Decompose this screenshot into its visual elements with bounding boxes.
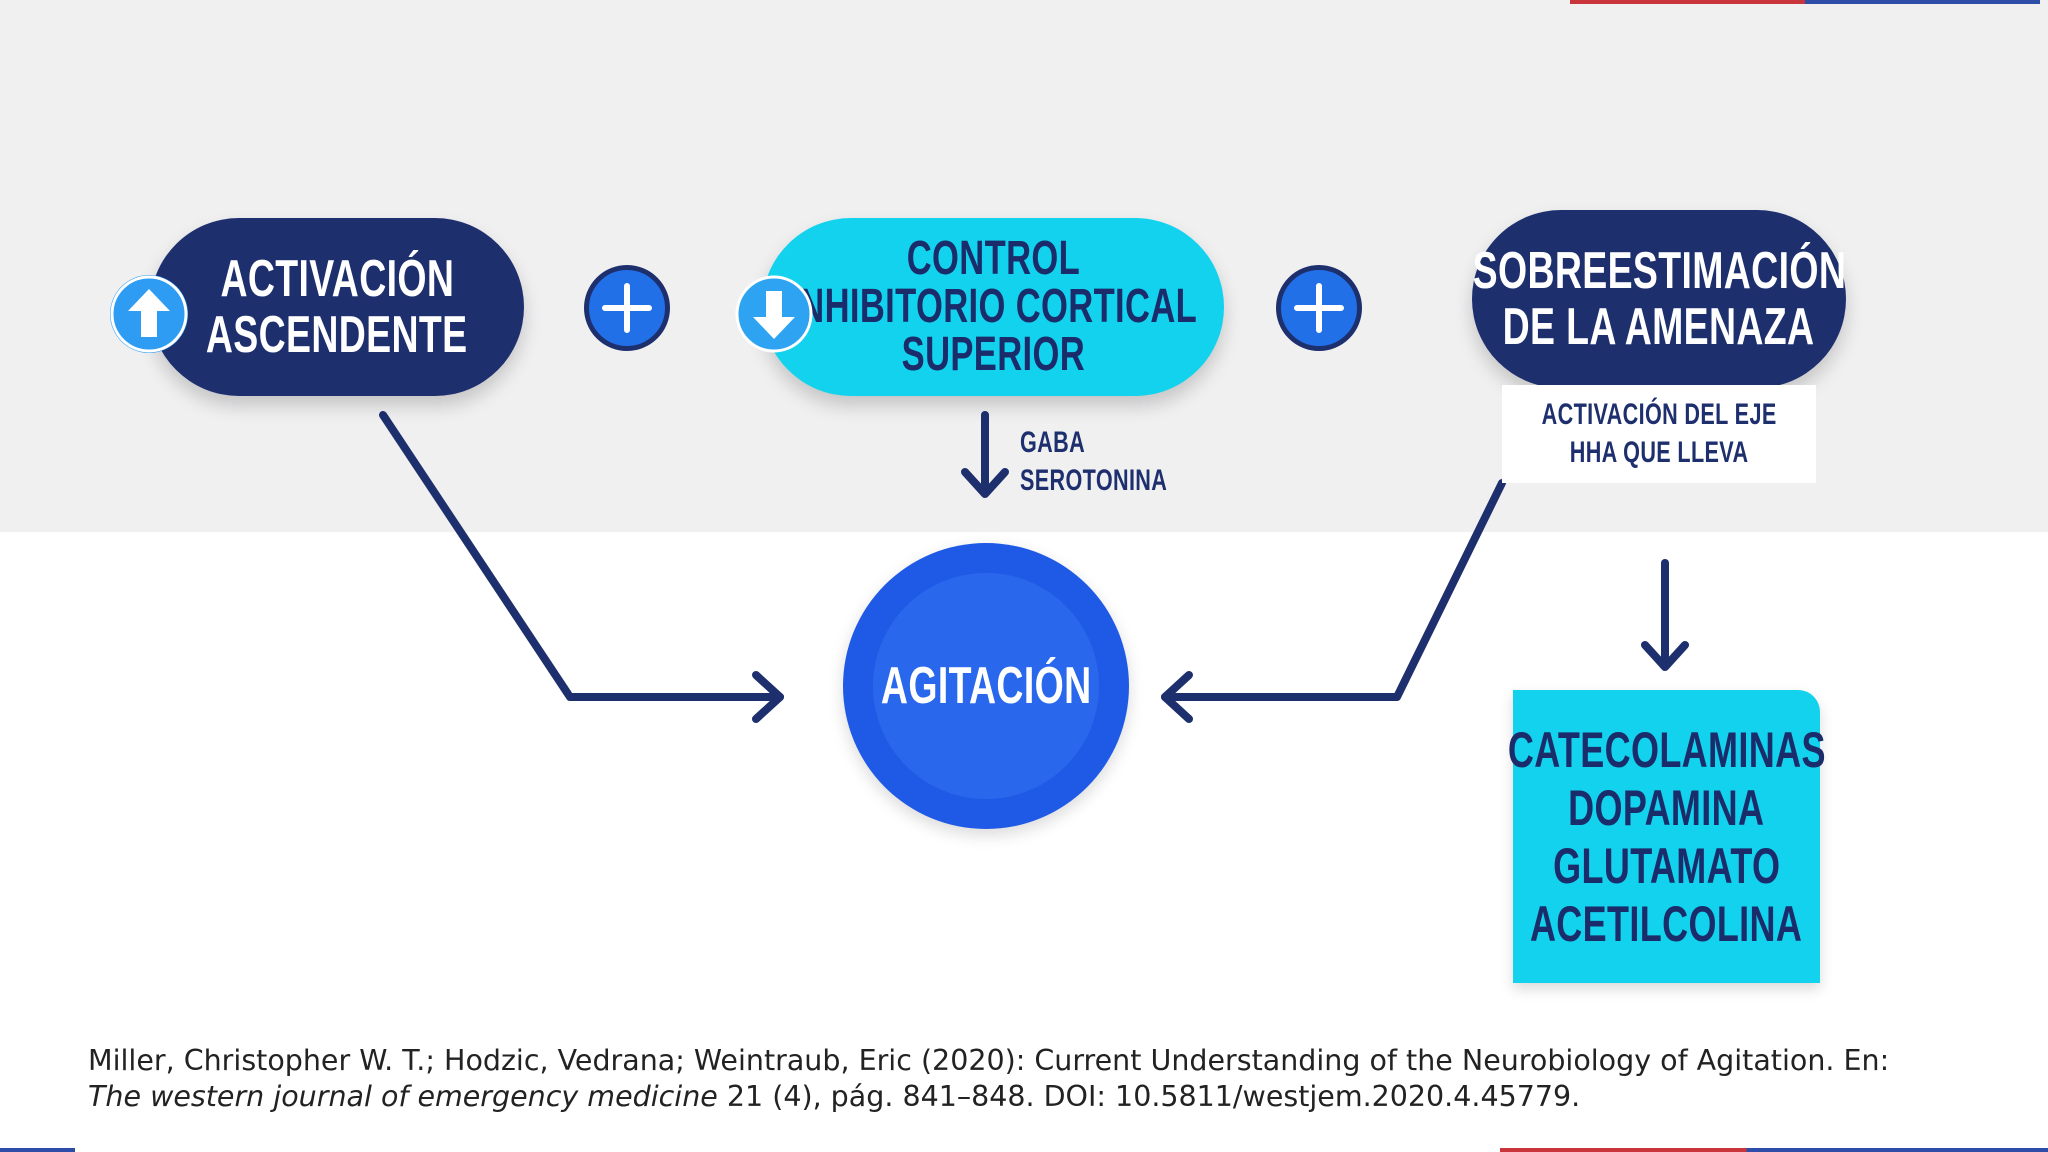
node-activacion-line-2: ASCENDENTE — [206, 306, 468, 364]
citation-journal: The western journal of emergency medicin… — [88, 1080, 718, 1113]
label-serotonina: SEROTONINA — [1020, 464, 1168, 497]
label-eje-hha: ACTIVACIÓN DEL EJE HHA QUE LLEVA — [1502, 385, 1816, 483]
arrowhead-right — [1161, 671, 1193, 723]
arrow-up-icon — [110, 275, 188, 353]
arrow-gaba-head — [961, 468, 1009, 498]
node-control-inhibitorio: CONTROL INHIBITORIO CORTICAL SUPERIOR — [762, 218, 1224, 396]
node-control-line-1: CONTROL — [906, 232, 1080, 285]
neuro-catecolaminas: CATECOLAMINAS — [1507, 721, 1826, 778]
node-sobreestimacion-line-2: DE LA AMENAZA — [1503, 298, 1815, 356]
node-agitacion-inner: AGITACIÓN — [873, 573, 1099, 799]
label-eje-hha-line-2: HHA QUE LLEVA — [1569, 436, 1749, 469]
node-agitacion: AGITACIÓN — [843, 543, 1129, 829]
arrow-neuro-head — [1641, 641, 1689, 671]
citation-line-1: Miller, Christopher W. T.; Hodzic, Vedra… — [88, 1044, 1890, 1077]
node-agitacion-label: AGITACIÓN — [880, 657, 1092, 715]
connector-right — [1161, 479, 1506, 701]
node-control-line-3: SUPERIOR — [901, 328, 1085, 381]
label-eje-hha-line-1: ACTIVACIÓN DEL EJE — [1541, 398, 1777, 431]
node-control-line-2: INHIBITORIO CORTICAL — [789, 280, 1197, 333]
bottom-left-accent-bar — [0, 1148, 75, 1152]
top-right-accent-bar — [1570, 0, 2040, 4]
arrow-down-icon — [735, 275, 813, 353]
node-sobreestimacion-line-1: SOBREESTIMACIÓN — [1472, 242, 1846, 300]
arrowhead-left — [752, 671, 784, 723]
plus-icon-2 — [1276, 265, 1362, 351]
node-sobreestimacion-amenaza: SOBREESTIMACIÓN DE LA AMENAZA — [1472, 210, 1846, 388]
connector-left — [379, 411, 784, 701]
citation-details: 21 (4), pág. 841–848. DOI: 10.5811/westj… — [717, 1080, 1581, 1113]
neuro-acetilcolina: ACETILCOLINA — [1530, 895, 1803, 952]
neuro-dopamina: DOPAMINA — [1568, 779, 1765, 836]
label-gaba-serotonina: GABA SEROTONINA — [1020, 424, 1190, 500]
node-activacion-line-1: ACTIVACIÓN — [220, 250, 454, 308]
node-activacion-ascendente: ACTIVACIÓN ASCENDENTE — [150, 218, 524, 396]
label-gaba: GABA — [1020, 426, 1086, 459]
bottom-right-accent-bar — [1500, 1148, 2048, 1152]
neuro-glutamato: GLUTAMATO — [1552, 837, 1781, 894]
plus-icon-1 — [584, 265, 670, 351]
citation-line-2: The western journal of emergency medicin… — [88, 1079, 1988, 1115]
citation: Miller, Christopher W. T.; Hodzic, Vedra… — [88, 1043, 1988, 1115]
box-neurotransmisores: CATECOLAMINAS DOPAMINA GLUTAMATO ACETILC… — [1508, 690, 1825, 983]
